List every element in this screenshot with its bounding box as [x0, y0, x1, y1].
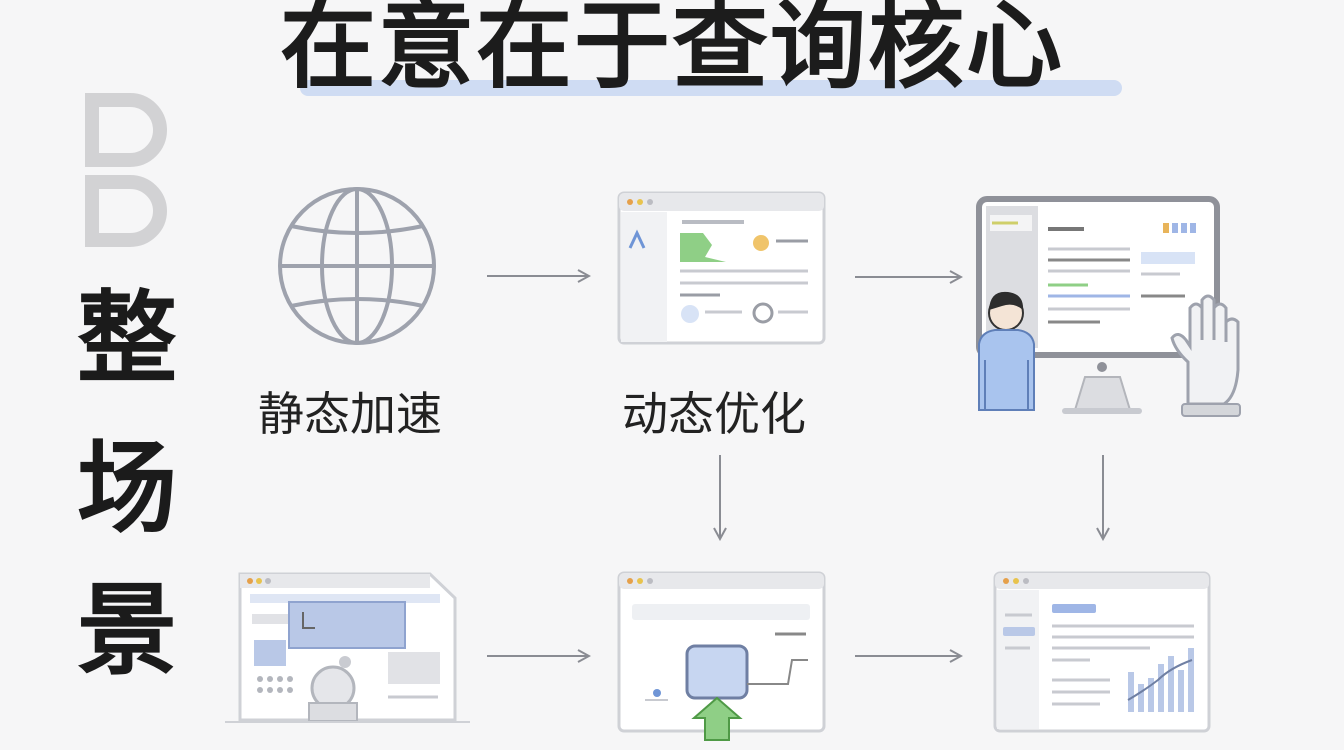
globe-icon — [278, 187, 436, 345]
browser-dashboard-icon — [617, 191, 826, 345]
page-title: 在意在于查询核心 — [280, 0, 1064, 102]
browser-document-icon — [225, 572, 470, 723]
browser-chart-icon — [993, 571, 1211, 733]
node-label-static: 静态加速 — [258, 387, 442, 441]
side-char-2: 场 — [77, 430, 177, 547]
side-char-3: 景 — [77, 572, 177, 689]
monitor-with-user-icon — [976, 196, 1241, 417]
browser-upload-icon — [617, 571, 826, 741]
node-label-dynamic: 动态优化 — [622, 387, 806, 441]
dd-decoration-icon — [85, 93, 168, 247]
side-char-1: 整 — [77, 280, 177, 397]
